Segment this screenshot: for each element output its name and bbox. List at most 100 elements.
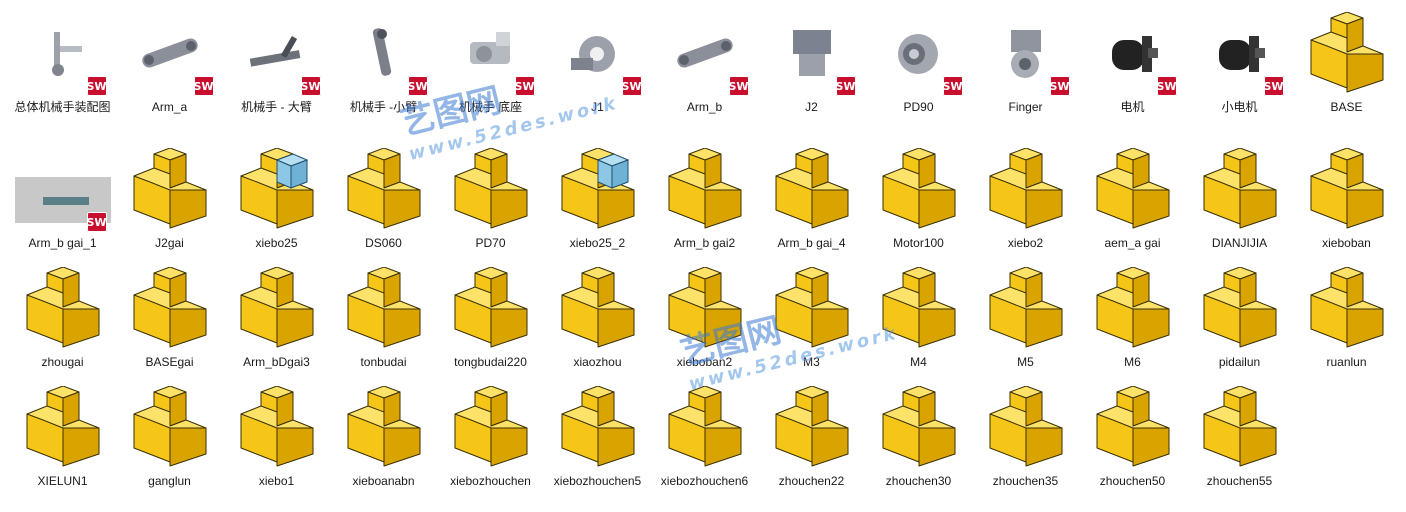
file-label: Arm_b gai2: [673, 236, 736, 250]
file-item-m5[interactable]: M5: [972, 263, 1079, 382]
file-item-dianjijia[interactable]: DIANJIJIA: [1186, 144, 1293, 263]
file-label: tonbudai: [360, 355, 407, 369]
file-item-zhouchen35[interactable]: zhouchen35: [972, 382, 1079, 510]
file-label: 总体机械手装配图: [14, 100, 111, 114]
file-item-xiebo2[interactable]: xiebo2: [972, 144, 1079, 263]
file-label: xiebozhouchen: [450, 474, 531, 488]
file-item-arm-b-gai-4[interactable]: Arm_b gai_4: [758, 144, 865, 263]
file-label: zhougai: [41, 355, 84, 369]
file-item-xiebozhouchen[interactable]: xiebozhouchen: [437, 382, 544, 510]
file-label: 机械手 底座: [458, 100, 523, 114]
file-label: zhouchen55: [1206, 474, 1273, 488]
file-item-ruanlun[interactable]: ruanlun: [1293, 263, 1400, 382]
generic-part-icon: [336, 144, 432, 234]
generic-part-icon: [978, 382, 1074, 472]
file-item-zhougai[interactable]: zhougai: [9, 263, 116, 382]
file-item-ds060[interactable]: DS060: [330, 144, 437, 263]
file-label: zhouchen30: [885, 474, 952, 488]
file-label: M5: [1017, 355, 1034, 369]
file-label: xieboban2: [676, 355, 733, 369]
file-item-xiebozhouchen6[interactable]: xiebozhouchen6: [651, 382, 758, 510]
generic-part-icon: [764, 382, 860, 472]
generic-part-icon: [443, 144, 539, 234]
file-label: xiebozhouchen6: [660, 474, 749, 488]
file-label: ganglun: [148, 474, 191, 488]
file-item-zhouchen55[interactable]: zhouchen55: [1186, 382, 1293, 510]
file-item-zhouchen50[interactable]: zhouchen50: [1079, 382, 1186, 510]
file-label: xiaozhou: [573, 355, 622, 369]
file-item-pd70[interactable]: PD70: [437, 144, 544, 263]
file-label: M6: [1124, 355, 1141, 369]
file-item-xiebozhouchen5[interactable]: xiebozhouchen5: [544, 382, 651, 510]
file-item-j2gai[interactable]: J2gai: [116, 144, 223, 263]
arm-link-part-icon: SW: [657, 8, 753, 98]
file-item-xiebo25[interactable]: xiebo25: [223, 144, 330, 263]
file-item-zhouchen30[interactable]: zhouchen30: [865, 382, 972, 510]
generic-part-icon: [657, 263, 753, 353]
file-label: xieboanabn: [352, 474, 415, 488]
generic-part-icon: [550, 382, 646, 472]
file-item-xielun1[interactable]: XIELUN1: [9, 382, 116, 510]
joint-part-icon: SW: [550, 8, 646, 98]
generic-part-icon: [871, 144, 967, 234]
solidworks-badge-icon: SW: [728, 76, 749, 96]
generic-part-icon: [657, 144, 753, 234]
generic-part-icon: [443, 263, 539, 353]
file-item-aem-a-gai[interactable]: aem_a gai: [1079, 144, 1186, 263]
file-item-xiebo25-2[interactable]: xiebo25_2: [544, 144, 651, 263]
file-item-j2[interactable]: SW J2: [758, 8, 865, 144]
file-item-base[interactable]: BASE: [1293, 8, 1400, 144]
file-item-pidailun[interactable]: pidailun: [1186, 263, 1293, 382]
file-label: zhouchen50: [1099, 474, 1166, 488]
file-item-m4[interactable]: M4: [865, 263, 972, 382]
file-item-basegai[interactable]: BASEgai: [116, 263, 223, 382]
file-item-arm-b-gai2[interactable]: Arm_b gai2: [651, 144, 758, 263]
generic-part-icon: [15, 263, 111, 353]
file-label: DS060: [365, 236, 402, 250]
generic-part-icon: [978, 263, 1074, 353]
file-item-xieboban[interactable]: xieboban: [1293, 144, 1400, 263]
generic-part-icon: [1085, 144, 1181, 234]
generic-part-icon: [1192, 382, 1288, 472]
file-item-xieboban2[interactable]: xieboban2: [651, 263, 758, 382]
file-item-xiaozhou[interactable]: xiaozhou: [544, 263, 651, 382]
file-item-zhouchen22[interactable]: zhouchen22: [758, 382, 865, 510]
file-label: xiebo2: [1007, 236, 1044, 250]
generic-part-icon: [1299, 8, 1395, 98]
file-label: M4: [910, 355, 927, 369]
generic-part-icon: [1299, 263, 1395, 353]
file-item-m3[interactable]: M3: [758, 263, 865, 382]
file-item-xieboanabn[interactable]: xieboanabn: [330, 382, 437, 510]
file-item-tonbudai[interactable]: tonbudai: [330, 263, 437, 382]
file-item-ganglun[interactable]: ganglun: [116, 382, 223, 510]
file-label: xiebozhouchen5: [553, 474, 642, 488]
file-item-motor100[interactable]: Motor100: [865, 144, 972, 263]
file-label: DIANJIJIA: [1211, 236, 1268, 250]
file-label: J2: [805, 100, 818, 114]
file-label: 机械手 - 大臂: [241, 100, 312, 114]
file-item-m6[interactable]: M6: [1079, 263, 1186, 382]
file-item-arm-bdgai3[interactable]: Arm_bDgai3: [223, 263, 330, 382]
generic-part-icon: [871, 382, 967, 472]
bracket-part-icon: SW: [764, 8, 860, 98]
flat-bar-shape: [42, 197, 89, 205]
file-label: tongbudai220: [454, 355, 527, 369]
file-item-xiebo1[interactable]: xiebo1: [223, 382, 330, 510]
file-item-tongbudai220[interactable]: tongbudai220: [437, 263, 544, 382]
file-label: PD70: [475, 236, 506, 250]
solidworks-badge-icon: SW: [407, 76, 428, 96]
solidworks-badge-icon: SW: [1156, 76, 1177, 96]
